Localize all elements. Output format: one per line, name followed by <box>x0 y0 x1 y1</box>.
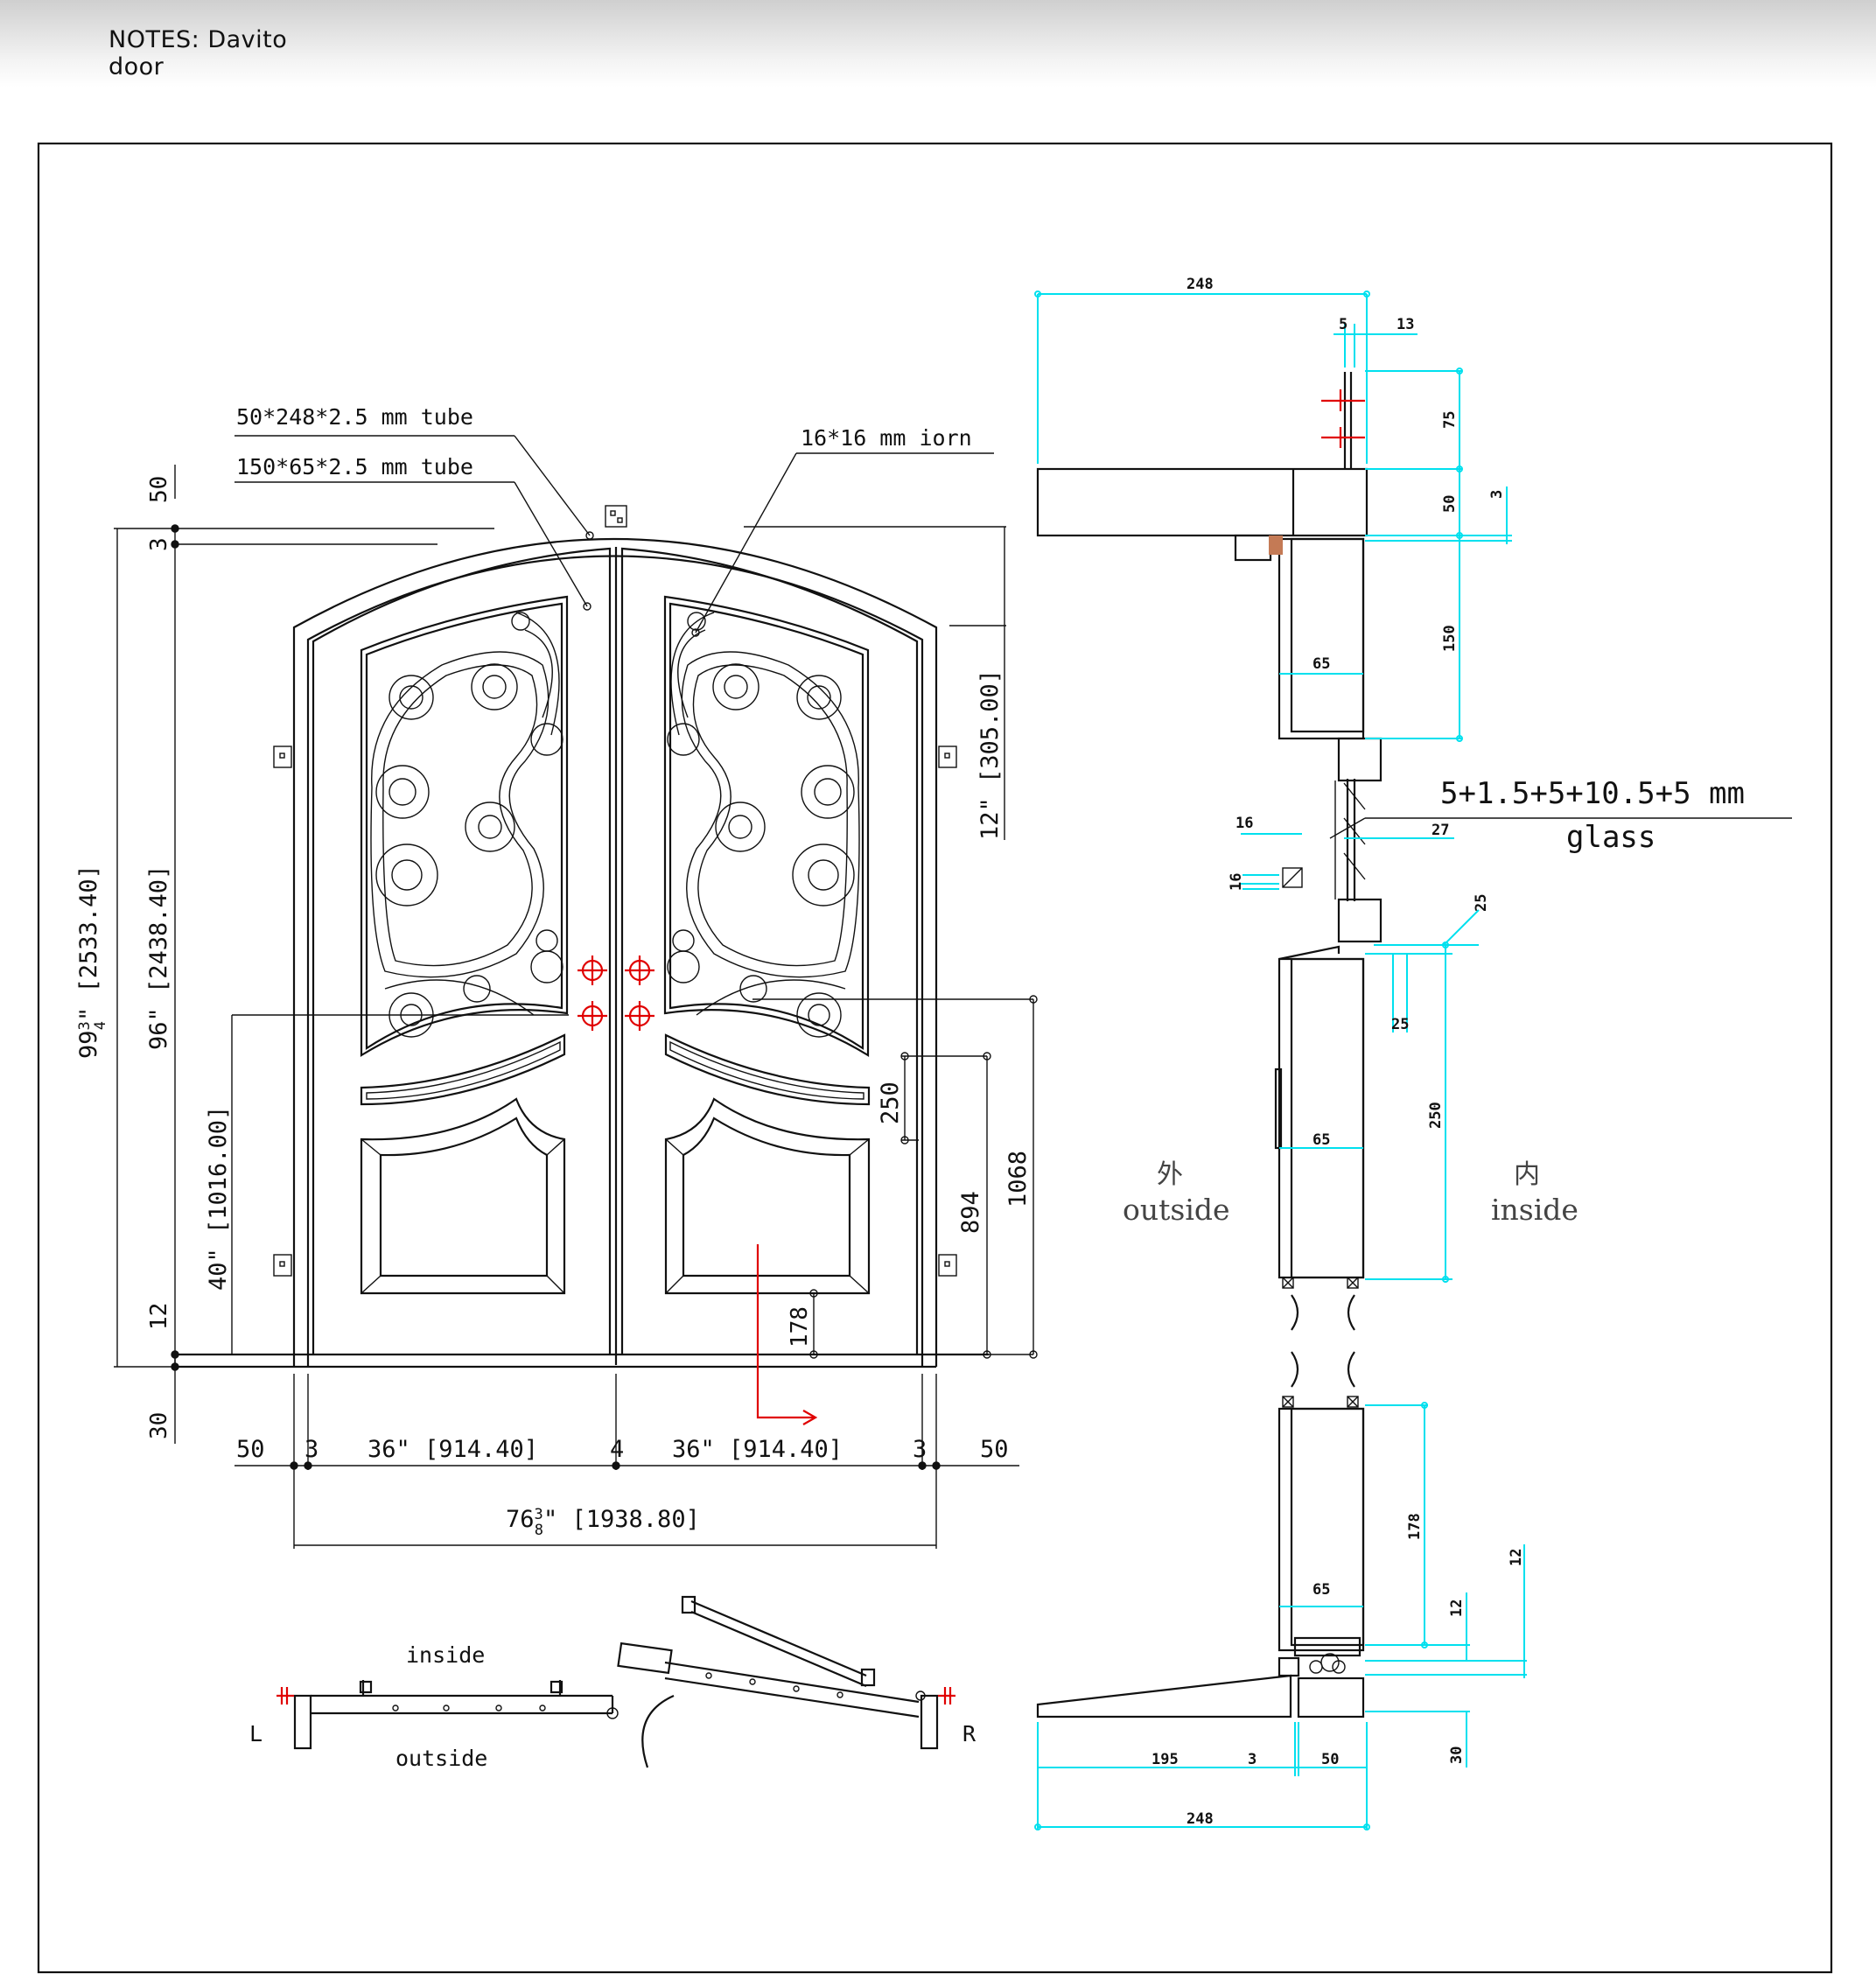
sec-d12-a: 12 <box>1448 1600 1466 1617</box>
dim-total-whole: 76 <box>506 1506 535 1533</box>
plan-inside-label: inside <box>406 1642 485 1668</box>
top-gradient-bar <box>0 0 1876 88</box>
sec-d3: 3 <box>1488 490 1506 499</box>
dim-overall-den: 4 <box>92 1021 109 1030</box>
dim-bottom-12: 12 <box>146 1303 172 1330</box>
plan-left-mark: L <box>249 1721 262 1746</box>
sec-d5: 5 <box>1339 316 1348 333</box>
dim-178: 178 <box>787 1306 813 1348</box>
sec-d16-b: 16 <box>1228 873 1245 891</box>
sec-glass-spec: 5+1.5+5+10.5+5 mm <box>1440 776 1745 811</box>
dim-overall-whole: 99 <box>75 1030 102 1059</box>
sec-glass-label: glass <box>1566 820 1656 855</box>
dim-leaf-left: 36" [914.40] <box>368 1436 538 1463</box>
dim-side-right: 50 <box>980 1436 1009 1463</box>
dim-overall-height: 9934" [2533.40] <box>75 864 109 1059</box>
dim-handle-height: 40" [1016.00] <box>205 1106 232 1291</box>
sec-d30: 30 <box>1448 1746 1466 1764</box>
left-dimension-lines <box>114 465 569 1444</box>
dim-center: 4 <box>610 1436 624 1463</box>
notes-header: NOTES: Davito door <box>108 26 287 80</box>
right-leaf <box>620 547 919 1354</box>
sec-d150: 150 <box>1441 625 1459 652</box>
door-inner-frame <box>306 555 924 1367</box>
dim-gap-left: 3 <box>304 1436 318 1463</box>
sec-top-width: 248 <box>1186 276 1214 293</box>
dim-top-3: 3 <box>146 537 172 551</box>
plan-view: inside outside L R <box>249 1595 976 1771</box>
sec-d178: 178 <box>1406 1513 1424 1540</box>
right-scrollwork <box>667 612 860 1038</box>
sec-d65-bot: 65 <box>1312 1581 1330 1599</box>
dim-gap-right: 3 <box>913 1436 927 1463</box>
left-lower-panel <box>360 1097 566 1295</box>
callout-side-tube: 150*65*2.5 mm tube <box>236 454 473 480</box>
notes-line-1: NOTES: Davito <box>108 26 288 53</box>
left-leaf <box>312 547 612 1354</box>
dim-side-left: 50 <box>236 1436 265 1463</box>
callout-leaders <box>234 435 994 637</box>
right-lower-panel <box>664 1097 871 1295</box>
dim-overall-num: 3 <box>76 1021 94 1030</box>
dim-bottom-30: 30 <box>146 1412 172 1439</box>
sec-d12-b: 12 <box>1508 1549 1525 1566</box>
sec-d13: 13 <box>1396 316 1414 333</box>
door-outer-frame <box>292 538 938 1367</box>
left-mid-rail <box>360 1033 566 1106</box>
right-dimension-lines <box>744 526 1038 1359</box>
sec-d65-mid: 65 <box>1312 1131 1330 1149</box>
dim-total-rest: " [1938.80] <box>543 1506 700 1533</box>
sec-d250: 250 <box>1427 1102 1445 1129</box>
sec-d3-bot: 3 <box>1248 1751 1256 1768</box>
right-mid-rail <box>664 1033 871 1106</box>
left-scrollwork <box>370 612 564 1038</box>
handle-markers <box>578 956 818 1425</box>
dim-arch: 12" [305.00] <box>976 669 1004 840</box>
hinge-icons <box>273 505 957 1277</box>
callout-top-tube: 50*248*2.5 mm tube <box>236 404 473 430</box>
sec-d16-a: 16 <box>1236 815 1253 832</box>
sec-outside-cn: 外 <box>1157 1159 1183 1190</box>
right-glass-panel <box>663 595 870 1057</box>
sec-outside-en: outside <box>1123 1193 1230 1227</box>
plan-outside-label: outside <box>396 1746 487 1771</box>
notes-line-2: door <box>108 53 164 80</box>
sec-d195: 195 <box>1152 1751 1179 1768</box>
dim-1068: 1068 <box>1004 1151 1032 1208</box>
sec-d27: 27 <box>1432 822 1449 839</box>
sec-d25-b: 25 <box>1391 1016 1409 1033</box>
sec-d25-a: 25 <box>1473 894 1490 912</box>
sec-inside-cn: 内 <box>1514 1159 1540 1190</box>
bottom-dimension-lines <box>234 1374 1019 1549</box>
sec-inside-en: inside <box>1491 1193 1578 1227</box>
sec-d75: 75 <box>1441 411 1459 429</box>
sec-d50: 50 <box>1441 495 1459 513</box>
drawing-frame <box>37 142 1833 1974</box>
left-glass-panel <box>360 595 569 1057</box>
dim-top-50: 50 <box>146 476 172 503</box>
dim-894: 894 <box>957 1191 984 1234</box>
dim-250: 250 <box>877 1082 904 1124</box>
front-elevation: 50*248*2.5 mm tube 150*65*2.5 mm tube 16… <box>75 404 1038 1549</box>
dim-total-num: 3 <box>535 1506 543 1523</box>
plan-right-mark: R <box>962 1721 976 1746</box>
sec-d65-top: 65 <box>1312 655 1330 673</box>
dim-total-den: 8 <box>535 1522 543 1539</box>
sec-d50-bot: 50 <box>1321 1751 1339 1768</box>
dim-overall-rest: " [2533.40] <box>75 864 102 1021</box>
dim-leaf-right: 36" [914.40] <box>672 1436 843 1463</box>
sec-bottom-width: 248 <box>1186 1810 1214 1828</box>
section-dimension-lines <box>1034 290 1527 1830</box>
dim-leaf-height: 96" [2438.40] <box>145 865 172 1050</box>
callout-iron: 16*16 mm iorn <box>801 425 972 451</box>
section-view: 248 5 13 75 50 3 150 65 5+1.5+5+10.5+5 m… <box>1034 276 1792 1830</box>
